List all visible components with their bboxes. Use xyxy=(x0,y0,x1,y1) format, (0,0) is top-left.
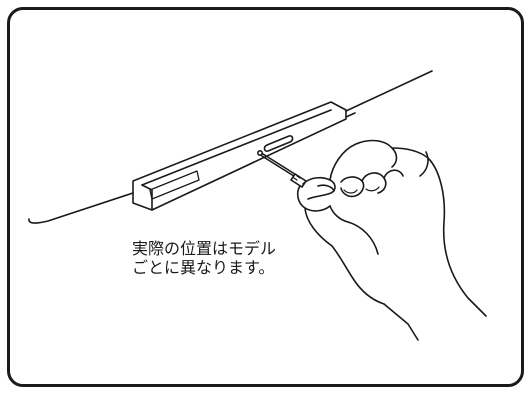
hand-icon xyxy=(296,139,487,341)
pin-icon xyxy=(261,153,307,188)
caption-line-1: 実際の位置はモデル xyxy=(132,239,277,258)
illustration-frame xyxy=(7,7,524,387)
eject-pinhole-icon xyxy=(256,150,263,157)
laptop-edge xyxy=(28,70,433,224)
optical-drive-icon xyxy=(132,101,347,211)
caption-line-2: ごとに異なります。 xyxy=(132,258,275,277)
caption: 実際の位置はモデル ごとに異なります。 xyxy=(132,239,276,277)
